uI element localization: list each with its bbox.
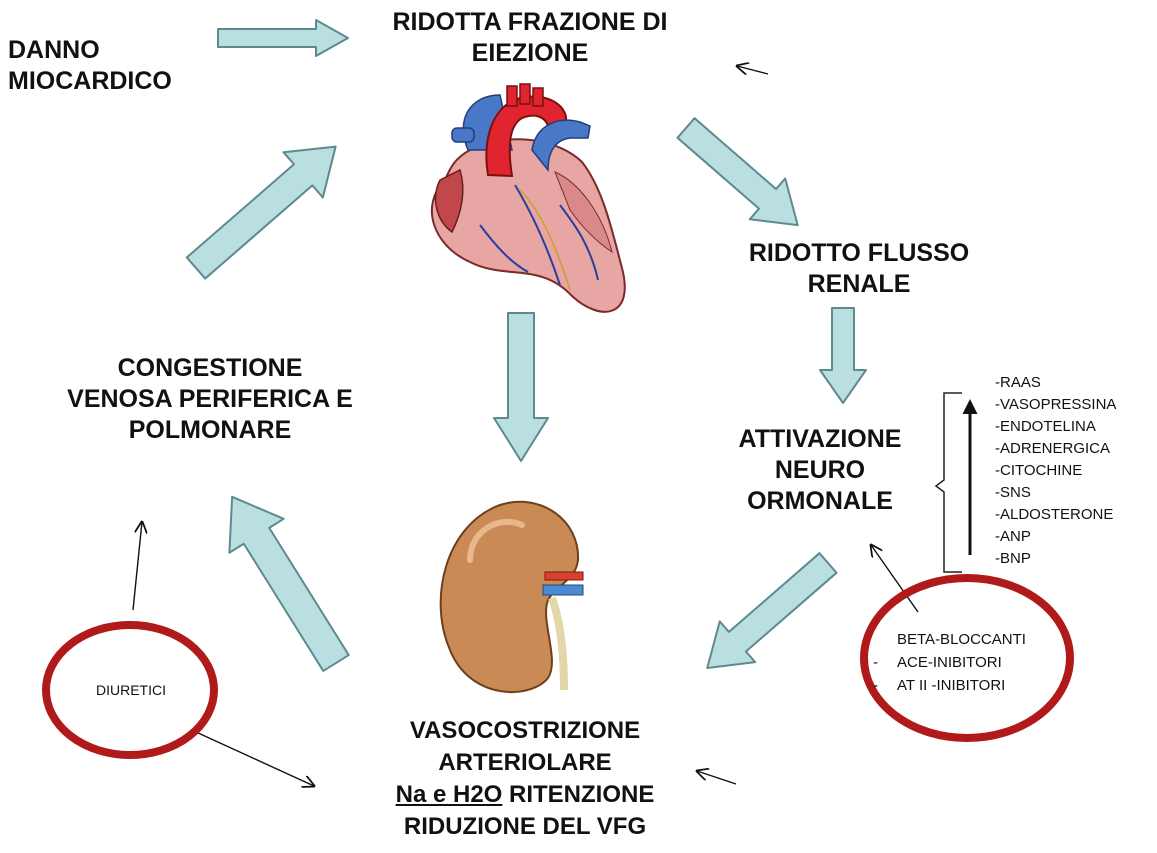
node-congestione-line2: VENOSA PERIFERICA E	[40, 384, 380, 415]
node-vaso-na-h2o: Na e H2O	[396, 781, 503, 808]
mediator-item: -ENDOTELINA	[995, 416, 1116, 438]
kidney-illustration	[441, 502, 583, 692]
node-frazione-line1: RIDOTTA FRAZIONE DI	[340, 7, 720, 38]
therapy-item-at2-inibitori: AT II -INIBITORI	[897, 674, 1026, 697]
node-vaso-line1: VASOCOSTRIZIONE	[345, 715, 705, 747]
mediator-item: -BNP	[995, 548, 1116, 570]
arrow-danno-to-frazione	[218, 20, 348, 56]
node-danno-line2: MIOCARDICO	[8, 66, 172, 97]
node-danno-line1: DANNO	[8, 35, 172, 66]
mediator-item: -ANP	[995, 526, 1116, 548]
node-vaso-line4: RIDUZIONE DEL VFG	[345, 811, 705, 843]
arrow-congestione-to-frazione	[176, 124, 355, 291]
node-flusso-line2: RENALE	[704, 269, 1014, 300]
therapy-item-beta-bloccanti: BETA-BLOCCANTI	[897, 628, 1026, 651]
node-vaso-line3: Na e H2O RITENZIONE	[345, 779, 705, 811]
node-danno-miocardico: DANNO MIOCARDICO	[8, 35, 172, 97]
diuretici-label: DIURETICI	[96, 679, 166, 701]
node-vasocostrizione: VASOCOSTRIZIONE ARTERIOLARE Na e H2O RIT…	[345, 715, 705, 843]
node-attivazione-line1: ATTIVAZIONE	[700, 424, 940, 455]
arrow-flusso-to-attivazione	[820, 308, 866, 403]
mediator-item: -SNS	[995, 482, 1116, 504]
therapy-item-ace-inibitori: ACE-INIBITORI	[897, 651, 1026, 674]
arrow-frazione-to-vaso	[494, 313, 548, 461]
node-attivazione: ATTIVAZIONE NEURO ORMONALE	[700, 424, 940, 517]
node-flusso-line1: RIDOTTO FLUSSO	[704, 238, 1014, 269]
mediator-item: -CITOCHINE	[995, 460, 1116, 482]
arrow-diuretici-up	[133, 522, 142, 610]
arrow-vaso-to-congestione	[205, 480, 363, 680]
therapy-list: BETA-BLOCCANTI ACE-INIBITORI AT II -INIB…	[897, 628, 1026, 697]
node-attivazione-line3: ORMONALE	[700, 486, 940, 517]
therapy-dashes: - -	[873, 651, 878, 697]
arrow-frazione-to-flusso	[668, 108, 815, 246]
node-vaso-line2: ARTERIOLARE	[345, 747, 705, 779]
node-ridotto-flusso: RIDOTTO FLUSSO RENALE	[704, 238, 1014, 300]
mediator-item: -RAAS	[995, 372, 1116, 394]
node-attivazione-line2: NEURO	[700, 455, 940, 486]
heart-illustration	[432, 84, 625, 312]
mediator-list: -RAAS -VASOPRESSINA -ENDOTELINA -ADRENER…	[995, 372, 1116, 570]
arrow-small-top-right	[737, 66, 768, 74]
node-vaso-ritenzione: RITENZIONE	[502, 781, 654, 808]
mediator-item: -ADRENERGICA	[995, 438, 1116, 460]
mediator-item: -VASOPRESSINA	[995, 394, 1116, 416]
node-ridotta-frazione: RIDOTTA FRAZIONE DI EIEZIONE	[340, 7, 720, 69]
node-congestione: CONGESTIONE VENOSA PERIFERICA E POLMONAR…	[40, 353, 380, 446]
mediator-item: -ALDOSTERONE	[995, 504, 1116, 526]
node-congestione-line3: POLMONARE	[40, 415, 380, 446]
arrow-attivazione-to-vaso	[690, 543, 846, 689]
arrow-diuretici-to-vaso	[196, 732, 314, 786]
node-frazione-line2: EIEZIONE	[340, 38, 720, 69]
node-congestione-line1: CONGESTIONE	[40, 353, 380, 384]
